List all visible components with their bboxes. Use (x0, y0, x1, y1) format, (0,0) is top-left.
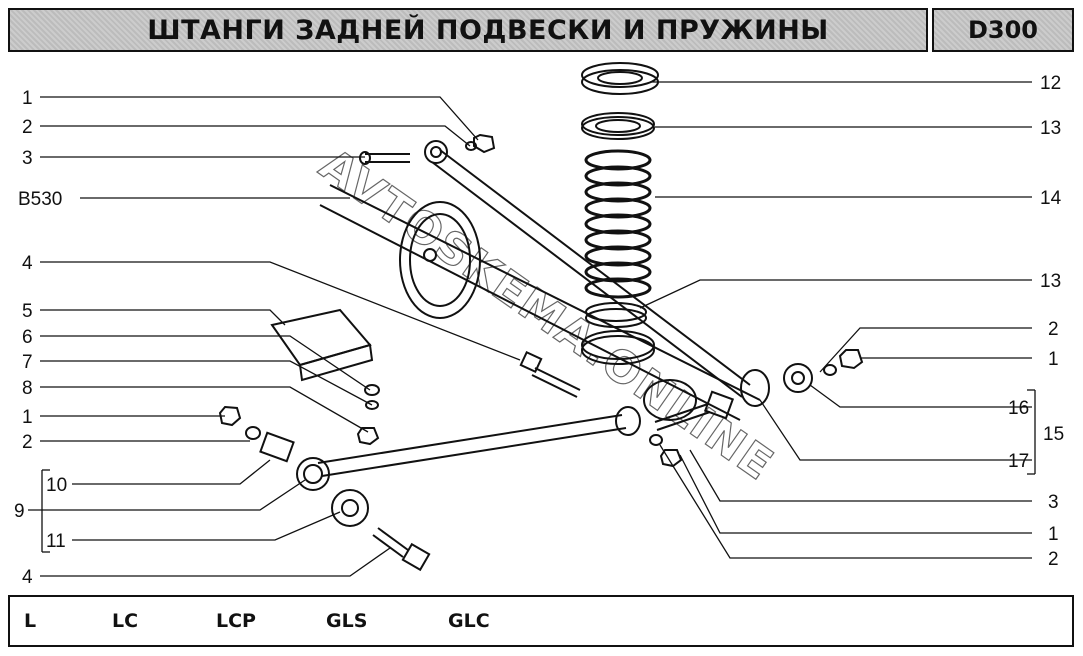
spring-parts (581, 62, 659, 140)
model-footer: L LC LCP GLS GLC (8, 595, 1074, 647)
title-box: ШТАНГИ ЗАДНЕЙ ПОДВЕСКИ И ПРУЖИНЫ (8, 8, 928, 52)
callouts-right: 12 13 14 13 2 1 16 15 17 3 1 2 (1008, 73, 1064, 570)
callout-label: 2 (1048, 319, 1059, 340)
callout-label: 2 (22, 432, 33, 453)
callout-label: 2 (22, 117, 33, 138)
callout-label: 7 (22, 352, 33, 373)
callout-label: 10 (46, 475, 67, 496)
callout-label: 4 (22, 567, 33, 588)
callout-label: 1 (22, 407, 33, 428)
code-box: D300 (932, 8, 1074, 52)
callout-label: 16 (1008, 398, 1029, 419)
callout-label: 4 (22, 253, 33, 274)
callout-label: 13 (1040, 118, 1061, 139)
callout-label: 11 (46, 531, 66, 552)
diagram-code: D300 (967, 16, 1039, 44)
page-title: ШТАНГИ ЗАДНЕЙ ПОДВЕСКИ И ПРУЖИНЫ (147, 14, 829, 46)
leader-lines-right (639, 81, 1036, 559)
watermark: AVTOSKEMA.ONLINE (310, 138, 784, 491)
callout-label: B530 (18, 189, 62, 210)
header: ШТАНГИ ЗАДНЕЙ ПОДВЕСКИ И ПРУЖИНЫ D300 (8, 8, 1074, 54)
callout-label: 15 (1043, 424, 1064, 445)
model-label: LCP (216, 610, 256, 632)
model-label: L (24, 610, 37, 632)
callout-label: 8 (22, 378, 33, 399)
callout-label: 3 (22, 148, 33, 169)
model-label: LC (112, 610, 139, 632)
upper-rod (424, 140, 770, 407)
leader-lines-left (28, 96, 521, 577)
bracket (270, 308, 374, 382)
callout-label: 3 (1048, 492, 1059, 513)
callouts-left: 1 2 3 B530 4 5 6 7 8 1 2 10 9 11 4 (14, 88, 67, 588)
callout-label: 1 (22, 88, 33, 109)
watermark-text: AVTOSKEMA.ONLINE (310, 139, 783, 491)
callout-label: 1 (1048, 524, 1059, 545)
model-label: GLC (448, 610, 490, 632)
callout-label: 13 (1040, 271, 1061, 292)
rear-axle (319, 184, 761, 421)
fasteners (218, 133, 864, 572)
lower-rod (296, 406, 641, 491)
callout-label: 6 (22, 327, 33, 348)
callout-label: 1 (1048, 349, 1059, 370)
coil-spring (584, 149, 652, 299)
callout-label: 12 (1040, 73, 1061, 94)
callout-label: 2 (1048, 549, 1059, 570)
callout-label: 17 (1008, 451, 1029, 472)
callout-label: 14 (1040, 188, 1062, 209)
callout-label: 5 (22, 301, 33, 322)
callout-label: 9 (14, 501, 25, 522)
model-label: GLS (326, 610, 368, 632)
